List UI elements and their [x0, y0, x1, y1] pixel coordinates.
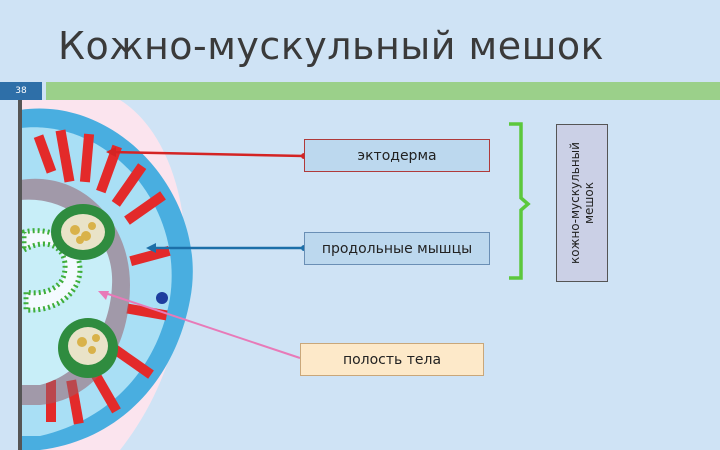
cavity-arrow [101, 291, 301, 359]
longitudinal-muscles-label: продольные мышцы [304, 232, 490, 265]
group-bracket [509, 122, 531, 280]
slide-title: Кожно-мускульный мешок [58, 24, 605, 68]
dermomuscular-sac-text: кожно-мускульный мешок [568, 142, 596, 264]
slide-number: 38 [0, 82, 42, 100]
dermomuscular-sac-label: кожно-мускульный мешок [556, 124, 608, 282]
body-cavity-label: полость тела [300, 343, 484, 376]
ectoderm-arrow [109, 150, 305, 158]
header-bar [46, 82, 720, 100]
ectoderm-label: эктодерма [304, 139, 490, 172]
